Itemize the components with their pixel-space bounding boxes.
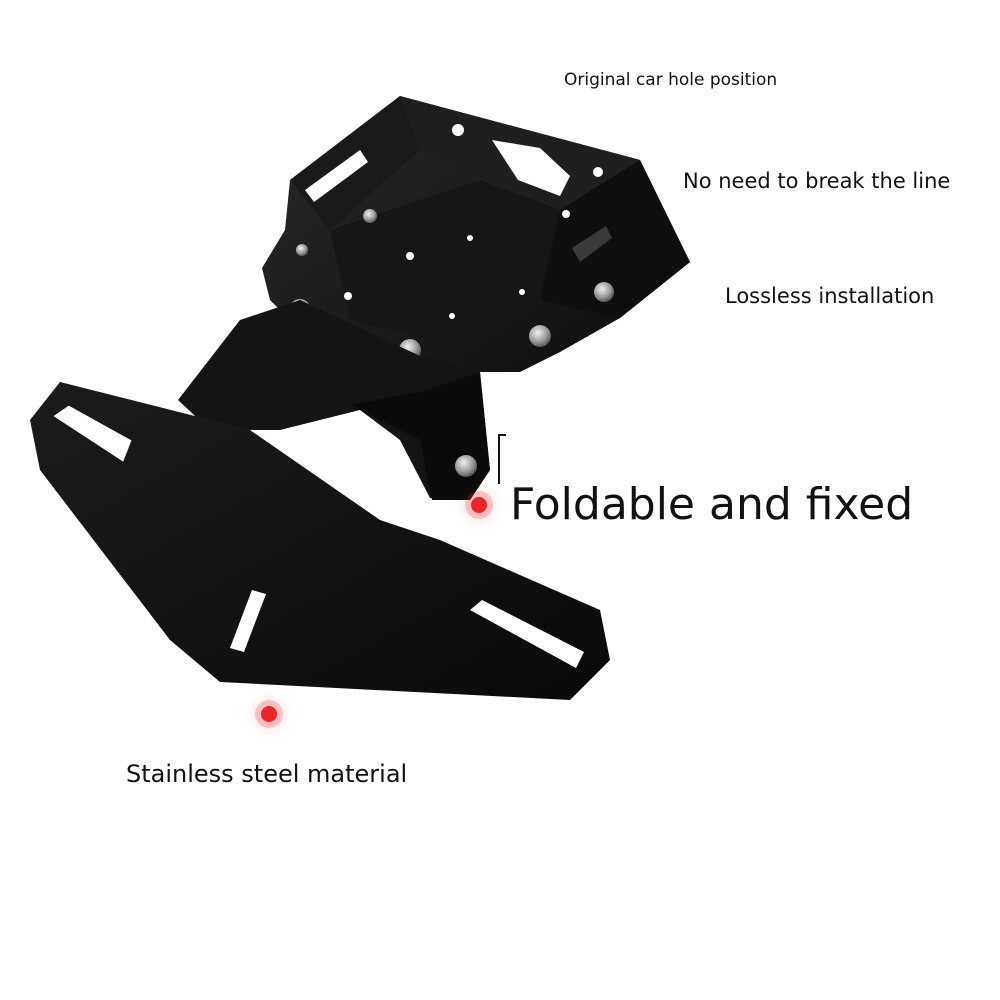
hole-position-label: Original car hole position bbox=[564, 70, 778, 90]
slot-hole bbox=[305, 150, 368, 202]
bolt-icon bbox=[363, 209, 377, 223]
foldable-marker-dot bbox=[471, 497, 487, 513]
bolt-icon bbox=[296, 244, 308, 256]
callout-line bbox=[498, 434, 506, 484]
bolt-icon bbox=[529, 325, 551, 347]
material-marker-dot bbox=[261, 706, 277, 722]
bolt-icon bbox=[594, 282, 614, 302]
no-break-line-label: No need to break the line bbox=[683, 169, 951, 193]
foldable-label: Foldable and fixed bbox=[510, 479, 914, 530]
plate-slot bbox=[230, 590, 266, 652]
material-label: Stainless steel material bbox=[126, 760, 408, 788]
upper-mount-box bbox=[262, 96, 690, 384]
window-hole bbox=[492, 140, 570, 196]
plate-slot bbox=[53, 405, 132, 462]
lossless-installation-label: Lossless installation bbox=[725, 284, 935, 308]
folding-hinge-arm bbox=[178, 300, 490, 500]
plate-panel bbox=[30, 382, 610, 700]
plate-slot bbox=[470, 600, 584, 668]
hinge-bolt-icon bbox=[455, 455, 477, 477]
